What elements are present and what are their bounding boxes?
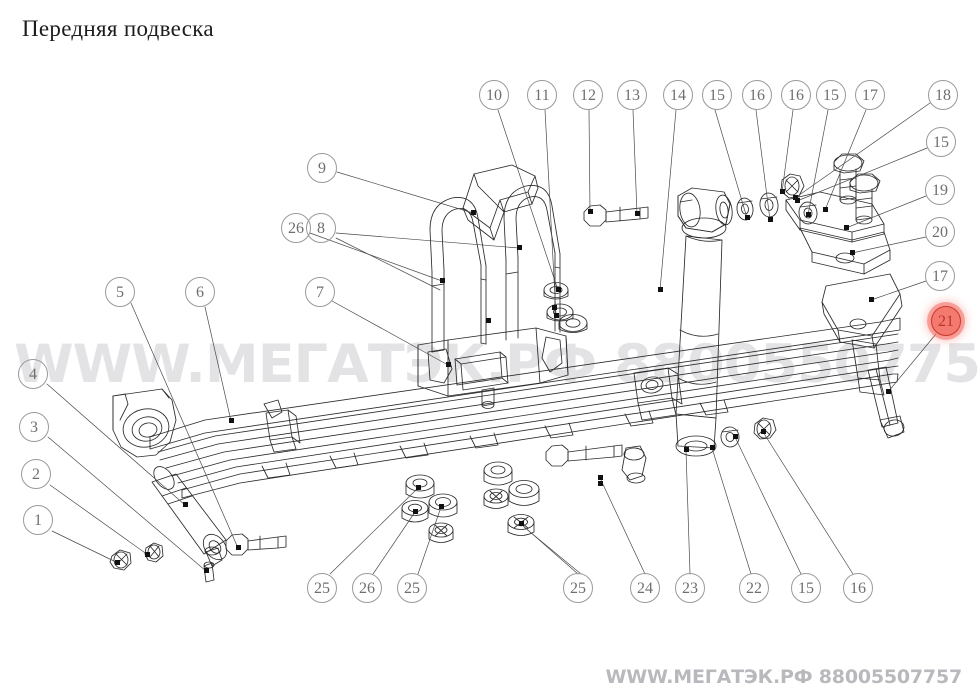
callout-bubble-6[interactable]: 6 (185, 277, 215, 307)
callout-bubble-13[interactable]: 13 (617, 80, 647, 110)
main-shock-absorber (675, 195, 731, 457)
callout-bubble-15[interactable]: 15 (791, 573, 821, 603)
callout-bubble-19[interactable]: 19 (925, 175, 955, 205)
callout-bubble-2[interactable]: 2 (21, 459, 51, 489)
callout-bubble-16[interactable]: 16 (742, 80, 772, 110)
callout-bubble-15[interactable]: 15 (816, 80, 846, 110)
u-bolt-saddle-plate (417, 327, 569, 409)
callout-bubble-17[interactable]: 17 (855, 80, 885, 110)
callout-bubble-7[interactable]: 7 (305, 277, 335, 307)
u-bolt-pair (429, 185, 561, 353)
callout-bubble-4[interactable]: 4 (18, 359, 48, 389)
callout-bubble-9[interactable]: 9 (307, 153, 337, 183)
callout-bubble-25[interactable]: 25 (397, 573, 427, 603)
bottom-left-hardware (109, 533, 287, 583)
callout-bubble-20[interactable]: 20 (925, 217, 955, 247)
callout-bubble-25[interactable]: 25 (563, 573, 593, 603)
leader-lines (46, 102, 937, 575)
leader-end-dots (115, 189, 891, 573)
hex-bolt-top-center (583, 204, 649, 227)
callout-bubble-25[interactable]: 25 (307, 573, 337, 603)
lower-triangle-bracket (821, 273, 903, 396)
callout-bubble-3[interactable]: 3 (19, 412, 49, 442)
callout-bubble-14[interactable]: 14 (663, 80, 693, 110)
callout-bubble-23[interactable]: 23 (675, 573, 705, 603)
callout-bubble-1[interactable]: 1 (23, 505, 53, 535)
leaf-spring-assembly (112, 317, 901, 499)
center-clamp-strap (263, 399, 283, 419)
washer-stack-center (543, 282, 588, 333)
callout-bubble-16[interactable]: 16 (843, 573, 873, 603)
callout-bubble-8[interactable]: 8 (306, 213, 336, 243)
callout-bubble-10[interactable]: 10 (479, 80, 509, 110)
page-title: Передняя подвеска (22, 16, 214, 41)
callout-bubble-22[interactable]: 22 (739, 573, 769, 603)
callout-bubble-15[interactable]: 15 (926, 127, 956, 157)
top-bracket-plate (462, 164, 539, 241)
callout-bubble-15[interactable]: 15 (702, 80, 732, 110)
callout-bubble-18[interactable]: 18 (928, 80, 958, 110)
left-shock-absorber (151, 466, 228, 561)
callout-bubble-24[interactable]: 24 (630, 573, 660, 603)
lower-shock-hardware (720, 417, 777, 448)
vertical-bolt-group-17 (833, 153, 881, 225)
callout-bubble-21[interactable]: 21 (931, 306, 961, 336)
callout-bubble-11[interactable]: 11 (527, 80, 557, 110)
lower-bushing-23 (621, 445, 647, 484)
callout-bubble-12[interactable]: 12 (573, 80, 603, 110)
spring-left-spacer (204, 546, 223, 567)
watermark-footer: WWW.МЕГАТЭК.РФ 88005507757 (605, 666, 963, 688)
callout-bubble-5[interactable]: 5 (105, 277, 135, 307)
callout-bubble-26[interactable]: 26 (352, 573, 382, 603)
callout-bubble-16[interactable]: 16 (781, 80, 811, 110)
shackle-pin-lower-right (867, 366, 905, 439)
callout-bubble-17[interactable]: 17 (925, 261, 955, 291)
upper-mount-plate (785, 191, 891, 275)
lower-center-bolt (545, 444, 623, 467)
nut-washer-cluster (401, 461, 540, 543)
